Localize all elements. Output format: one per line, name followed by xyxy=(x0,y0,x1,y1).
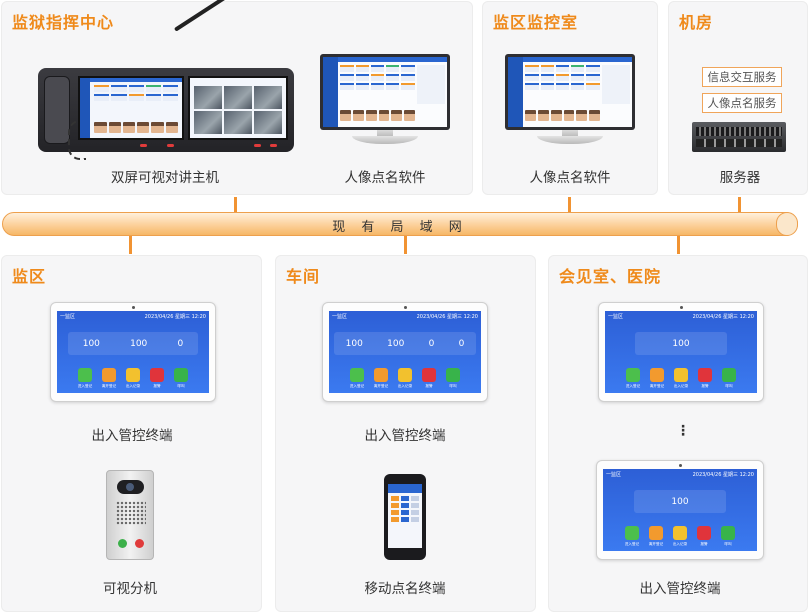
records-icon[interactable]: 出入记录 xyxy=(674,368,688,388)
access-terminal: 一监区 2023/04/26 星期三 12:20 100 100 0 进入登记 离… xyxy=(50,302,216,402)
terminal-datetime: 2023/04/26 星期三 12:20 xyxy=(144,314,206,320)
service-tag: 人像点名服务 xyxy=(702,93,782,113)
terminal-area: 一监区 xyxy=(608,314,624,320)
intercom-console-icon xyxy=(38,68,294,160)
panel-title: 车间 xyxy=(286,267,321,286)
door-station-icon xyxy=(106,470,154,560)
terminal-area: 一监区 xyxy=(60,314,76,320)
access-terminal: 一监区 2023/04/26 星期三 12:20 100 100 0 0 进入登记… xyxy=(322,302,488,402)
call-icon[interactable]: 呼叫 xyxy=(721,526,735,546)
terminal-caption: 出入管控终端 xyxy=(639,581,721,597)
call-icon[interactable]: 呼叫 xyxy=(446,368,460,388)
connector-line xyxy=(677,236,680,254)
panel-title: 会见室、医院 xyxy=(559,267,662,286)
door-caption: 可视分机 xyxy=(103,581,157,597)
terminal-caption: 出入管控终端 xyxy=(364,428,446,444)
alarm-icon[interactable]: 报警 xyxy=(697,526,711,546)
terminal-datetime: 2023/04/26 星期三 12:20 xyxy=(692,472,754,478)
access-terminal: 一监区 2023/04/26 星期三 12:20 100 进入登记 离开登记 出入… xyxy=(596,460,764,560)
lan-network-bar: 现 有 局 域 网 xyxy=(2,212,798,236)
alarm-icon[interactable]: 报警 xyxy=(698,368,712,388)
console-screen-right xyxy=(188,76,288,140)
console-screen-left xyxy=(78,76,184,140)
access-terminal: 一监区 2023/04/26 星期三 12:20 100 进入登记 离开登记 出入… xyxy=(598,302,764,402)
enter-register-icon[interactable]: 进入登记 xyxy=(625,526,639,546)
handset-icon xyxy=(44,76,70,144)
enter-register-icon[interactable]: 进入登记 xyxy=(350,368,364,388)
stat-value: 100 xyxy=(130,338,148,349)
more-ellipsis: ⋮ xyxy=(676,423,690,439)
panel-title: 机房 xyxy=(679,13,714,32)
leave-register-icon[interactable]: 离开登记 xyxy=(102,368,116,388)
connector-line xyxy=(738,197,741,212)
panel-title: 监区监控室 xyxy=(493,13,579,32)
leave-register-icon[interactable]: 离开登记 xyxy=(649,526,663,546)
mobile-caption: 移动点名终端 xyxy=(364,581,446,597)
server-icon xyxy=(692,122,786,152)
connector-line xyxy=(568,197,571,212)
service-tag: 信息交互服务 xyxy=(702,67,782,87)
stat-value: 100 xyxy=(671,496,689,507)
connector-line xyxy=(404,236,407,254)
terminal-area: 一监区 xyxy=(332,314,348,320)
leave-register-icon[interactable]: 离开登记 xyxy=(374,368,388,388)
connector-line xyxy=(234,197,237,212)
server-caption: 服务器 xyxy=(719,170,761,186)
terminal-datetime: 2023/04/26 星期三 12:20 xyxy=(692,314,754,320)
call-icon[interactable]: 呼叫 xyxy=(174,368,188,388)
panel-title: 监狱指挥中心 xyxy=(12,13,115,32)
terminal-caption: 出入管控终端 xyxy=(91,428,173,444)
records-icon[interactable]: 出入记录 xyxy=(673,526,687,546)
stat-value: 100 xyxy=(82,338,100,349)
enter-register-icon[interactable]: 进入登记 xyxy=(626,368,640,388)
monitor-icon xyxy=(320,54,450,144)
stat-value: 100 xyxy=(387,338,405,349)
enter-register-icon[interactable]: 进入登记 xyxy=(78,368,92,388)
monitor-icon xyxy=(505,54,635,144)
stat-value: 100 xyxy=(672,338,690,349)
records-icon[interactable]: 出入记录 xyxy=(126,368,140,388)
cord-icon xyxy=(68,120,86,160)
alarm-icon[interactable]: 报警 xyxy=(150,368,164,388)
panel-title: 监区 xyxy=(12,267,47,286)
terminal-datetime: 2023/04/26 星期三 12:20 xyxy=(416,314,478,320)
call-icon[interactable]: 呼叫 xyxy=(722,368,736,388)
stat-value: 100 xyxy=(345,338,363,349)
stat-value: 0 xyxy=(177,338,184,349)
stat-value: 0 xyxy=(458,338,465,349)
software-caption: 人像点名软件 xyxy=(344,170,426,186)
alarm-icon[interactable]: 报警 xyxy=(422,368,436,388)
network-label: 现 有 局 域 网 xyxy=(332,220,468,235)
records-icon[interactable]: 出入记录 xyxy=(398,368,412,388)
terminal-area: 一监区 xyxy=(606,472,622,478)
console-caption: 双屏可视对讲主机 xyxy=(111,170,219,186)
leave-register-icon[interactable]: 离开登记 xyxy=(650,368,664,388)
handheld-terminal-icon xyxy=(384,474,426,560)
software-caption: 人像点名软件 xyxy=(529,170,611,186)
connector-line xyxy=(129,236,132,254)
stat-value: 0 xyxy=(428,338,435,349)
